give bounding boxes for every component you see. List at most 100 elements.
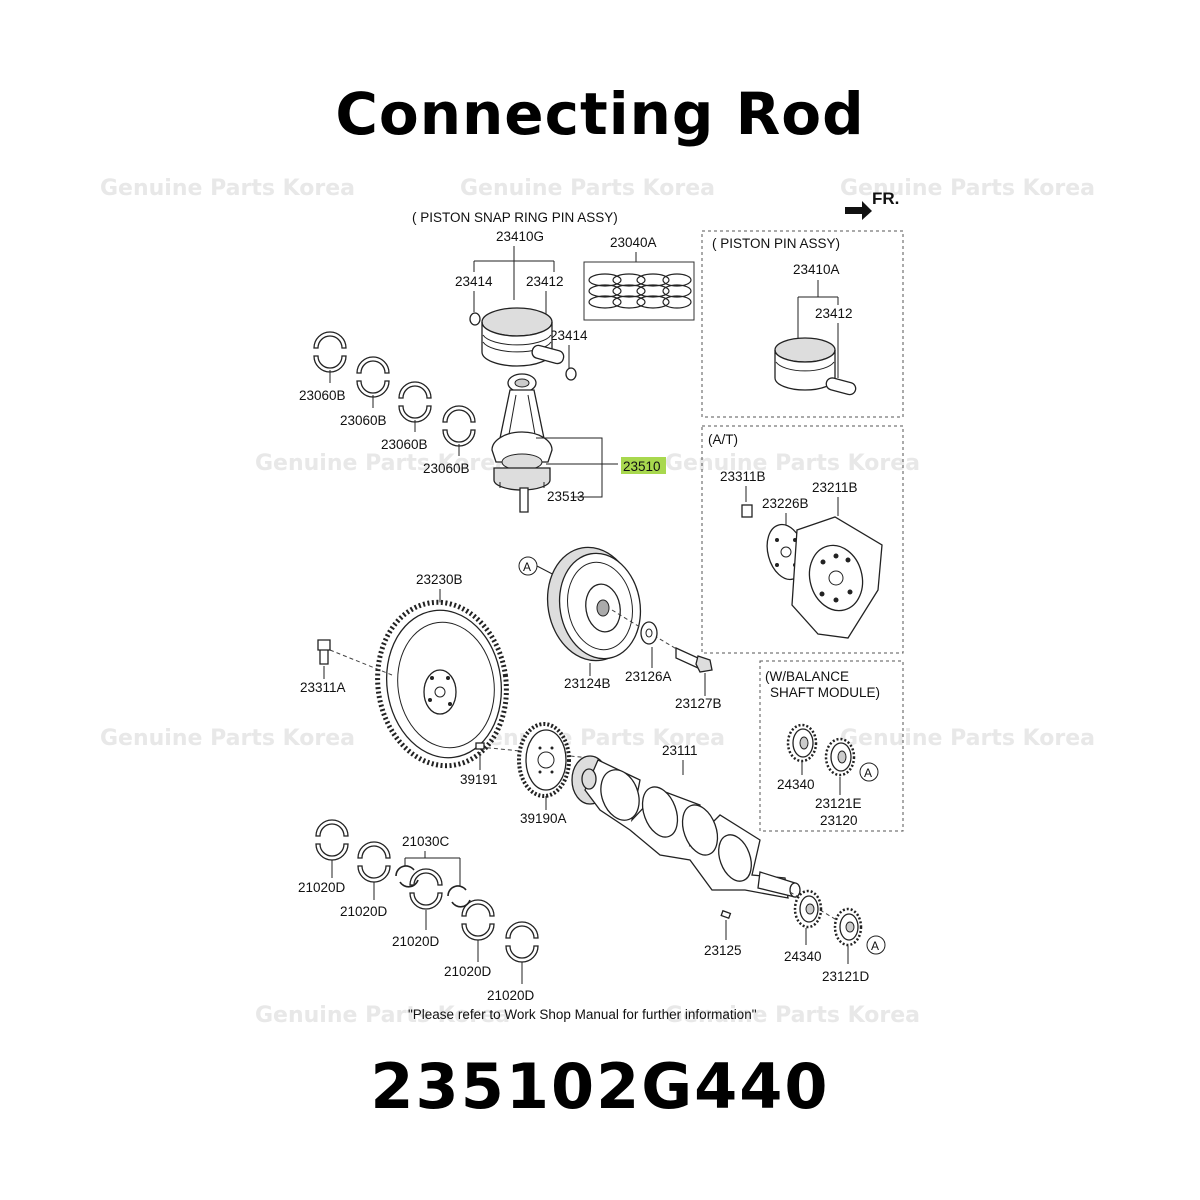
leader-line	[589, 647, 706, 696]
pulley-bolt-head-icon	[695, 655, 713, 673]
bearing-shell-icon	[357, 841, 391, 859]
main-bearings	[315, 819, 539, 963]
callout-23120: 23120	[820, 813, 858, 828]
bolt-icon	[741, 504, 753, 518]
watermark-text: Genuine Parts Korea	[255, 451, 510, 476]
reference-a-marker	[866, 935, 886, 955]
piston-pin-assy-box	[701, 230, 904, 418]
part-highlight	[621, 457, 666, 474]
callout-21020d: 21020D	[487, 988, 535, 1003]
leader-line	[536, 437, 618, 498]
piston-rings-icon	[588, 273, 692, 309]
callout-23510: 23510	[623, 459, 661, 474]
callout-23412: 23412	[815, 306, 853, 321]
leader-line	[745, 486, 839, 525]
callout-23410g: 23410G	[496, 229, 544, 244]
piston-ring-set-box	[583, 261, 695, 321]
bearing-shell-icon	[505, 921, 539, 939]
crankshaft-icon	[571, 755, 801, 899]
sprocket-icon	[786, 723, 818, 763]
thrust-washer-icon	[399, 879, 419, 888]
thrust-washer-icon	[447, 885, 467, 897]
at-flexplate-box	[701, 425, 904, 654]
bearing-shell-icon	[505, 945, 539, 963]
group-label-balance-line2: SHAFT MODULE)	[770, 685, 880, 700]
callout-23414: 23414	[550, 328, 588, 343]
bearing-shell-icon	[356, 380, 390, 398]
watermark-text: Genuine Parts Korea	[665, 1003, 920, 1028]
woodruff-key-icon	[720, 909, 732, 920]
part-number: 235102G440	[370, 1050, 830, 1123]
snap-ring-icon	[565, 367, 577, 381]
page-title: Connecting Rod	[335, 80, 865, 148]
bearing-shell-icon	[442, 429, 476, 447]
callout-23211b: 23211B	[812, 480, 858, 495]
pulley-bolt-icon	[675, 646, 699, 670]
flywheel-icon	[375, 599, 509, 769]
piston-pin-icon	[531, 344, 565, 365]
piston-pin-icon	[825, 377, 857, 396]
callout-23513: 23513	[547, 489, 585, 504]
callout-23226b: 23226B	[762, 496, 809, 511]
bearing-shell-icon	[313, 355, 347, 373]
watermark-text: Genuine Parts Korea	[840, 726, 1095, 751]
arrow-icon	[845, 201, 872, 220]
conrod-bolt-icon	[519, 487, 529, 513]
leader-line	[329, 370, 460, 456]
bearing-shell-icon	[461, 923, 495, 941]
callout-23121d: 23121D	[822, 969, 870, 984]
callout-23124b: 23124B	[564, 676, 611, 691]
callout-23412: 23412	[526, 274, 564, 289]
callout-21030c: 21030C	[402, 834, 450, 849]
callout-39190a: 39190A	[520, 811, 567, 826]
bearing-shell-icon	[356, 356, 390, 374]
bearing-shell-icon	[315, 819, 349, 837]
connecting-rod-icon	[491, 373, 553, 491]
leader-line	[801, 762, 841, 795]
callout-23040a: 23040A	[610, 235, 657, 250]
reluctor-ring-icon	[517, 722, 571, 798]
leader-line	[331, 860, 523, 984]
callout-23414: 23414	[455, 274, 493, 289]
callout-24340: 24340	[777, 777, 815, 792]
thrust-washers	[395, 865, 471, 908]
callout-23125: 23125	[704, 943, 742, 958]
bearing-shell-icon	[442, 405, 476, 423]
group-label-piston-pin-assy: ( PISTON PIN ASSY)	[712, 236, 840, 251]
callout-23410a: 23410A	[793, 262, 840, 277]
dowel-pin-icon	[475, 742, 485, 750]
callout-23230b: 23230B	[416, 572, 463, 587]
callout-21020d: 21020D	[444, 964, 492, 979]
callout-23060b: 23060B	[381, 437, 428, 452]
bearing-shell-icon	[313, 331, 347, 349]
flywheel-bolt-icon	[317, 639, 331, 665]
callout-23126a: 23126A	[625, 669, 672, 684]
callout-23060b: 23060B	[299, 388, 346, 403]
flex-plate-icon	[791, 516, 883, 639]
bearing-shell-icon	[461, 899, 495, 917]
bearing-shell-icon	[409, 868, 443, 886]
callout-39191: 39191	[460, 772, 498, 787]
leader-line	[404, 851, 461, 886]
callout-23311b: 23311B	[720, 469, 766, 484]
watermark-text: Genuine Parts Korea	[100, 176, 355, 201]
watermark-text: Genuine Parts Korea	[840, 176, 1095, 201]
group-label-balance-line1: (W/BALANCE	[765, 669, 849, 684]
thrust-washer-icon	[395, 865, 415, 877]
piston-icon	[774, 337, 836, 391]
watermark-text: Genuine Parts Korea	[460, 176, 715, 201]
callout-21020d: 21020D	[298, 880, 346, 895]
direction-label: FR.	[872, 189, 899, 208]
callout-23127b: 23127B	[675, 696, 722, 711]
bearing-shell-icon	[357, 865, 391, 883]
washer-icon	[640, 621, 658, 645]
watermark-text: Genuine Parts Korea	[100, 726, 355, 751]
watermark-text: Genuine Parts Korea	[255, 1003, 510, 1028]
reference-a-label: A	[864, 766, 872, 780]
leader-line	[797, 280, 839, 338]
callout-23311a: 23311A	[300, 680, 346, 695]
bearing-shell-icon	[315, 843, 349, 861]
callout-21020d: 21020D	[340, 904, 388, 919]
front-direction-arrow: FR.	[845, 189, 899, 220]
